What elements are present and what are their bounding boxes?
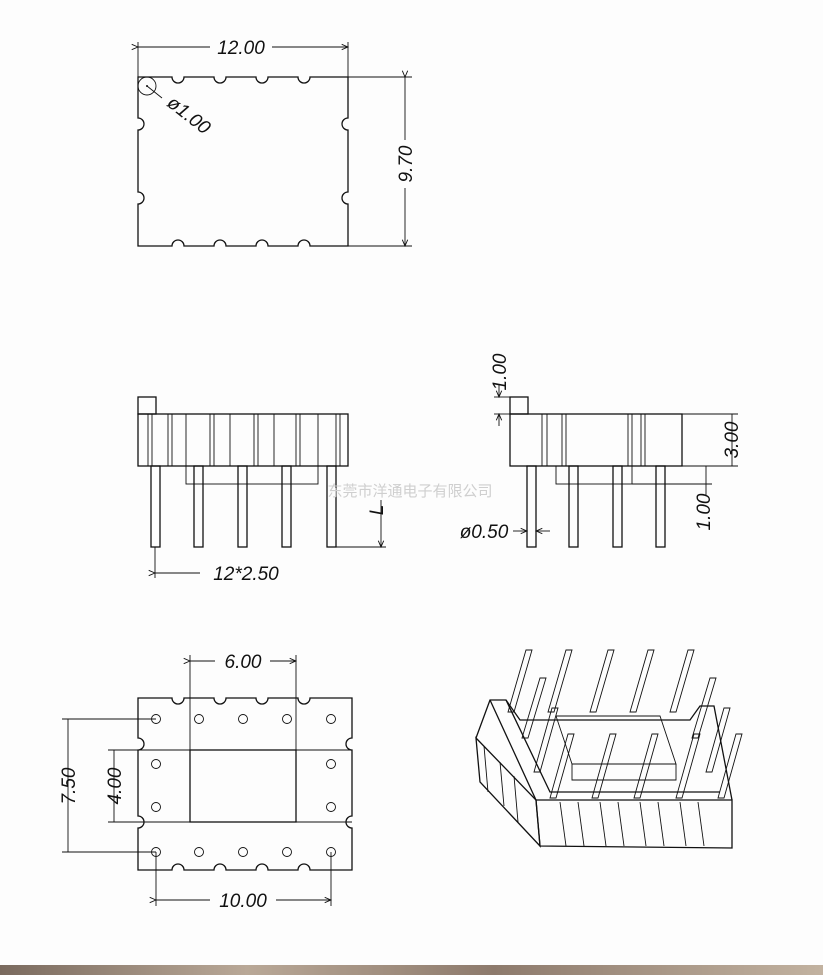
- dim-width-label: 12.00: [217, 38, 265, 59]
- pin-hole: [282, 847, 292, 857]
- end-pin: [612, 465, 623, 548]
- end-pin: [526, 465, 537, 548]
- dim-row-span-label: 7.50: [59, 767, 80, 804]
- side-pin: [281, 465, 292, 548]
- end-pin: [568, 465, 579, 548]
- pin-hole: [151, 802, 161, 812]
- end-tab: [509, 396, 529, 415]
- pin-hole: [151, 759, 161, 769]
- pin1-marker-circle: [137, 76, 157, 96]
- dim-pin-span-label: 10.00: [219, 891, 267, 912]
- pin-hole: [282, 714, 292, 724]
- bottom-view: 6.00 4.00 7.50 10.00: [59, 652, 353, 912]
- dim-window-width-label: 6.00: [225, 652, 262, 673]
- dim-standoff-label: 1.00: [694, 493, 715, 530]
- pin-hole: [326, 802, 336, 812]
- side-pin: [237, 465, 248, 548]
- dim-hole-label: ø1.00: [163, 92, 215, 139]
- side-pin: [150, 465, 161, 548]
- dim-pitch-label: 12*2.50: [213, 564, 279, 585]
- end-body: [509, 413, 683, 467]
- pin-hole: [326, 714, 336, 724]
- dim-height-label: 9.70: [396, 145, 417, 182]
- pin-hole: [238, 714, 248, 724]
- dim-body-height-label: 3.00: [722, 421, 743, 458]
- core-window: [189, 749, 297, 823]
- pin-hole: [326, 759, 336, 769]
- top-view: 12.00 9.70 ø1.00: [138, 38, 417, 246]
- side-tab: [137, 396, 157, 415]
- isometric-view: [475, 649, 743, 849]
- side-pin: [326, 465, 337, 548]
- dim-pin-length-label: L: [367, 505, 388, 516]
- dim-tab-label: 1.00: [490, 353, 511, 390]
- dim-pin-dia-label: ø0.50: [460, 522, 509, 543]
- bottom-view-outline: [137, 697, 353, 871]
- side-view: L 12*2.50: [137, 396, 388, 585]
- pin-hole: [194, 714, 204, 724]
- end-pin: [655, 465, 666, 548]
- pin-hole: [238, 847, 248, 857]
- dim-window-height-label: 4.00: [105, 767, 126, 804]
- bottom-border-strip: [0, 965, 823, 975]
- end-view: 1.00 3.00 1.00 ø0.50: [460, 353, 743, 548]
- side-body: [137, 413, 349, 467]
- watermark: 东莞市洋通电子有限公司: [327, 482, 492, 500]
- side-pin: [193, 465, 204, 548]
- pin-hole: [194, 847, 204, 857]
